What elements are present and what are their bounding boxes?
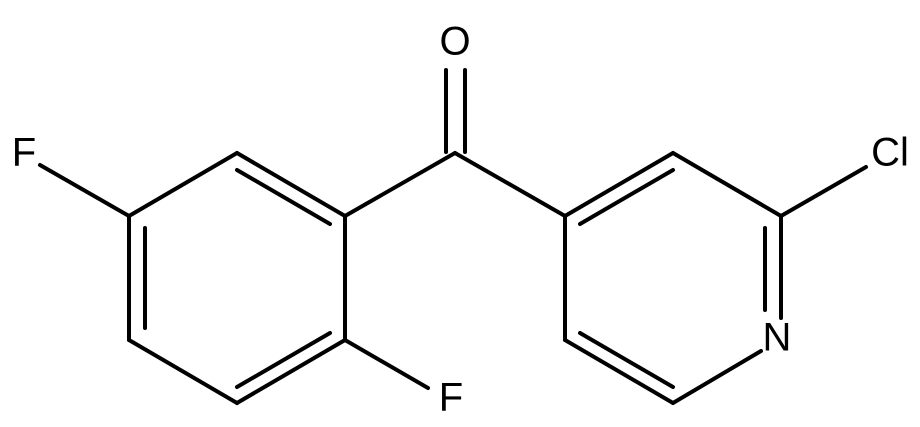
- bond-chlorine: [779, 165, 868, 218]
- bond-fluorine-bottom: [343, 338, 430, 390]
- bond-ring1-c2-c3: [235, 338, 347, 405]
- bond-ring1-inner-a: [235, 331, 332, 389]
- bond-ring2-inner-c: [578, 331, 675, 389]
- nitrogen-label: N: [763, 316, 792, 360]
- fluorine-top-label: F: [12, 131, 36, 175]
- bond-ring1-c6-c1: [235, 151, 347, 218]
- bond-ring2-c6-c5: [563, 338, 675, 405]
- oxygen-label: O: [439, 20, 470, 64]
- bond-ring1-c3-c4: [127, 338, 239, 405]
- bond-ring2-c3-c2: [671, 151, 783, 218]
- bond-ring2-inner-a: [578, 168, 675, 226]
- carbonyl-group: [343, 68, 567, 218]
- bond-ring2-c4-c3: [563, 151, 675, 218]
- bond-ring1-inner-c: [235, 168, 332, 226]
- fluorine-bottom-label: F: [439, 376, 463, 420]
- bond-fluorine-top: [38, 163, 131, 218]
- chloropyridine-ring: [563, 151, 868, 405]
- bond-carbonyl-to-phenyl: [343, 151, 457, 218]
- bond-ring1-c5-c6: [127, 151, 239, 218]
- bond-carbonyl-to-pyridine: [453, 151, 567, 218]
- bond-ring2-n1-c6: [671, 349, 763, 405]
- difluorophenyl-ring: [38, 151, 430, 405]
- chlorine-label: Cl: [871, 131, 909, 175]
